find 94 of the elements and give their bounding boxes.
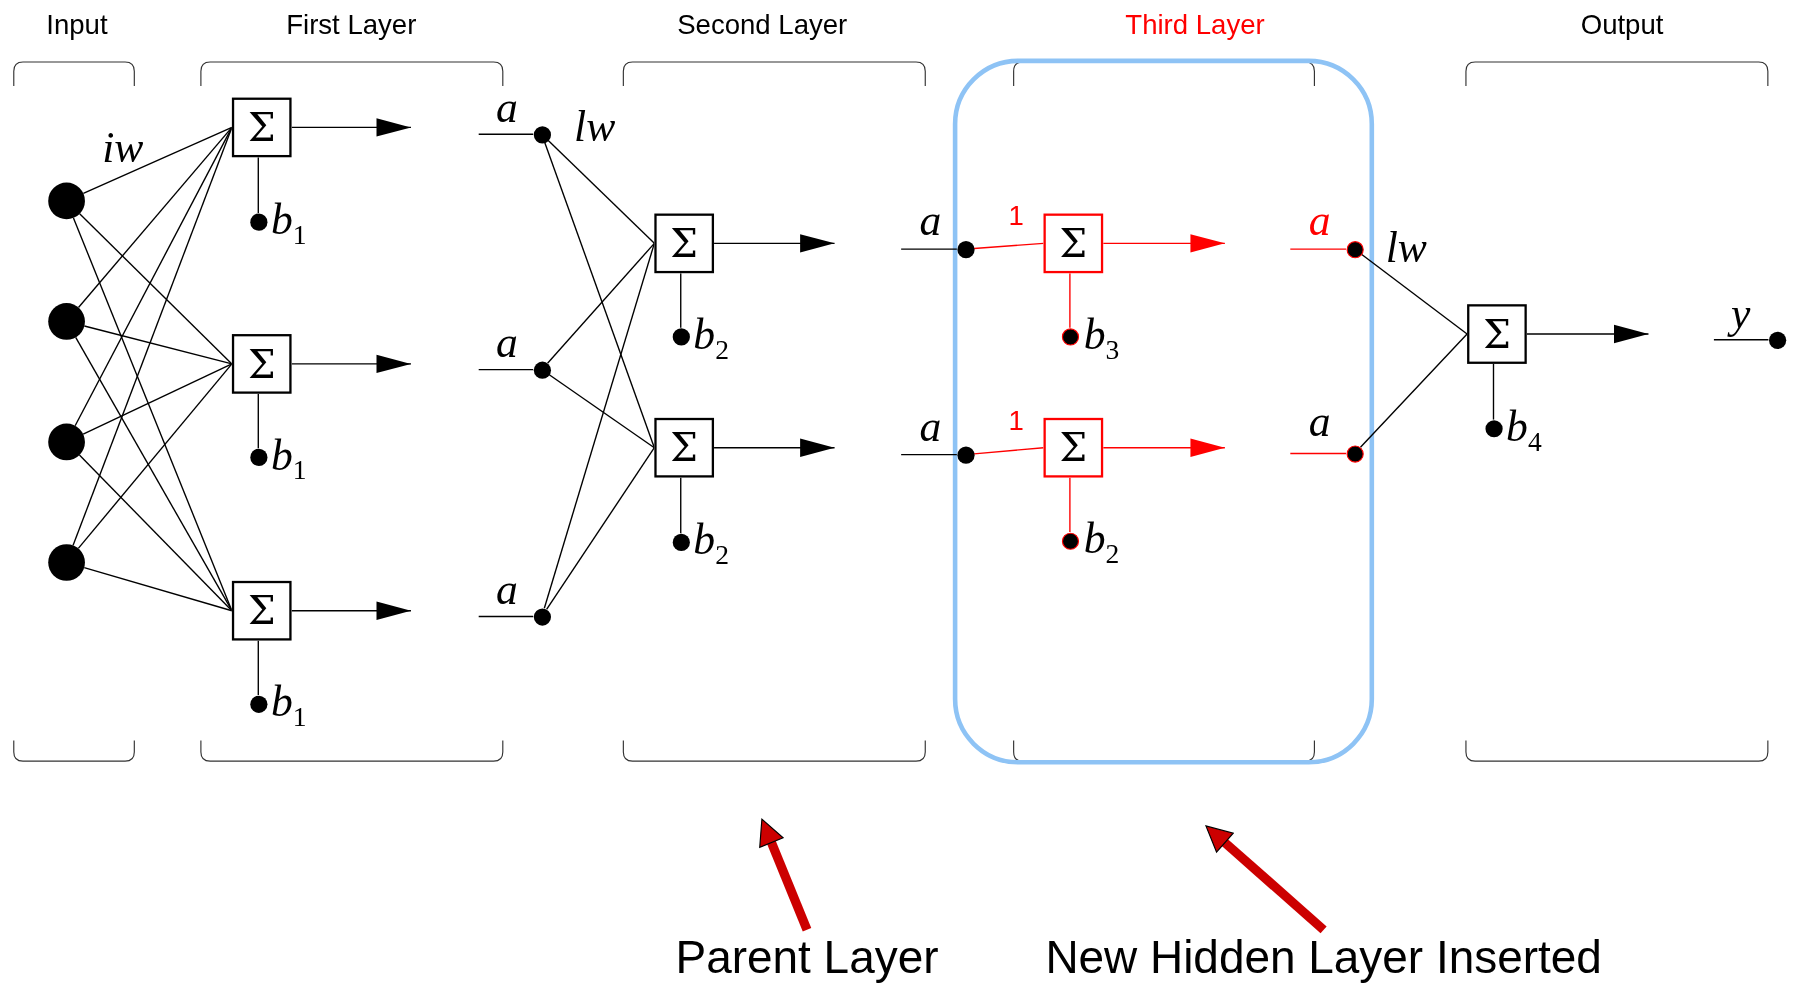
summation-box: Σ [1043, 213, 1104, 274]
connection-line [478, 615, 534, 618]
summation-box: Σ [231, 97, 292, 158]
connection-line [1289, 452, 1347, 455]
summation-box: Σ [1467, 304, 1527, 364]
connection-dot [533, 125, 551, 143]
connection-dot [1061, 327, 1079, 345]
output-arrow [713, 234, 836, 253]
connection-dot [672, 327, 690, 345]
connection-dot [249, 448, 267, 466]
connection-line [257, 156, 259, 214]
output-arrow [290, 354, 412, 374]
pointer-arrow [759, 818, 812, 932]
connection-line [1713, 339, 1770, 341]
connection-line [1289, 248, 1347, 250]
connection-dot [1346, 240, 1364, 258]
connection-line [78, 213, 233, 365]
variable-label: b$_{1}$ [270, 679, 307, 731]
connection-line [547, 139, 656, 245]
connection-line [1360, 253, 1468, 335]
summation-box: Σ [654, 213, 715, 274]
output-arrow [1102, 234, 1226, 253]
connection-line [83, 566, 233, 612]
connection-line [548, 373, 656, 449]
variable-label: b$_{2}$ [1083, 516, 1120, 568]
connection-line [82, 126, 233, 195]
connection-line [82, 363, 233, 435]
connection-line [544, 141, 656, 449]
connection-dot [249, 695, 267, 713]
input-neuron [48, 423, 85, 461]
connection-line [1069, 476, 1071, 533]
layer-heading: Third Layer [1125, 11, 1265, 40]
connection-line [257, 393, 259, 449]
connection-dot [672, 533, 690, 551]
connection-line [1069, 272, 1071, 329]
output-arrow [290, 601, 412, 620]
summation-box: Σ [231, 334, 292, 394]
variable-label: b$_{2}$ [693, 312, 729, 364]
connection-line [77, 126, 233, 309]
variable-label: b$_{2}$ [693, 517, 729, 569]
connection-line [900, 453, 958, 456]
input-neuron [48, 303, 85, 340]
summation-box: Σ [231, 580, 292, 641]
connection-line [545, 447, 656, 610]
connection-dot [533, 361, 551, 379]
summation-box: Σ [1043, 417, 1104, 478]
connection-line [680, 476, 682, 534]
input-neuron [48, 182, 85, 220]
layer-heading: Input [46, 11, 108, 40]
variable-label: a [1308, 399, 1331, 444]
connection-line [77, 363, 233, 550]
caption-text: Parent Layer [675, 934, 939, 981]
input-neuron [48, 544, 85, 581]
connection-line [78, 454, 233, 612]
connection-line [478, 368, 534, 371]
output-arrow [1102, 438, 1226, 457]
weight-label: lw [1385, 225, 1427, 269]
output-arrow [290, 118, 412, 137]
summation-box: Σ [654, 417, 715, 478]
connection-dot [533, 607, 551, 626]
output-arrow [713, 438, 836, 457]
variable-label: b$_{3}$ [1083, 312, 1120, 364]
weight-label: iw [102, 125, 144, 169]
weight-label: lw [574, 104, 616, 149]
connection-dot [1061, 532, 1079, 550]
connection-line [83, 325, 233, 365]
connection-dot [1346, 444, 1364, 463]
caption-text: New Hidden Layer Inserted [1045, 934, 1602, 981]
variable-label: a [495, 320, 518, 364]
connection-line [257, 639, 259, 696]
layer-heading: First Layer [286, 11, 417, 40]
variable-label: a [495, 567, 518, 611]
layer-heading: Second Layer [677, 11, 848, 40]
variable-label: a [495, 84, 518, 129]
variable-label: a [919, 198, 942, 243]
connection-line [478, 133, 534, 135]
connection-line [546, 242, 656, 364]
connection-dot [249, 212, 267, 231]
connection-line [900, 248, 958, 250]
connection-line [973, 447, 1045, 455]
connection-dot [1484, 419, 1503, 437]
layer-heading: Output [1580, 11, 1664, 40]
connection-line [1359, 333, 1468, 448]
variable-label: a [919, 404, 942, 448]
pointer-arrow [1205, 825, 1327, 934]
variable-label: b$_{1}$ [270, 432, 307, 484]
connection-dot [1768, 331, 1786, 349]
connection-line [973, 242, 1045, 250]
connection-line [1492, 363, 1495, 421]
connection-line [680, 272, 682, 329]
variable-label: b$_{4}$ [1506, 404, 1542, 456]
output-arrow [1526, 324, 1650, 344]
variable-label: b$_{1}$ [270, 197, 307, 249]
variable-label: a [1308, 198, 1331, 243]
